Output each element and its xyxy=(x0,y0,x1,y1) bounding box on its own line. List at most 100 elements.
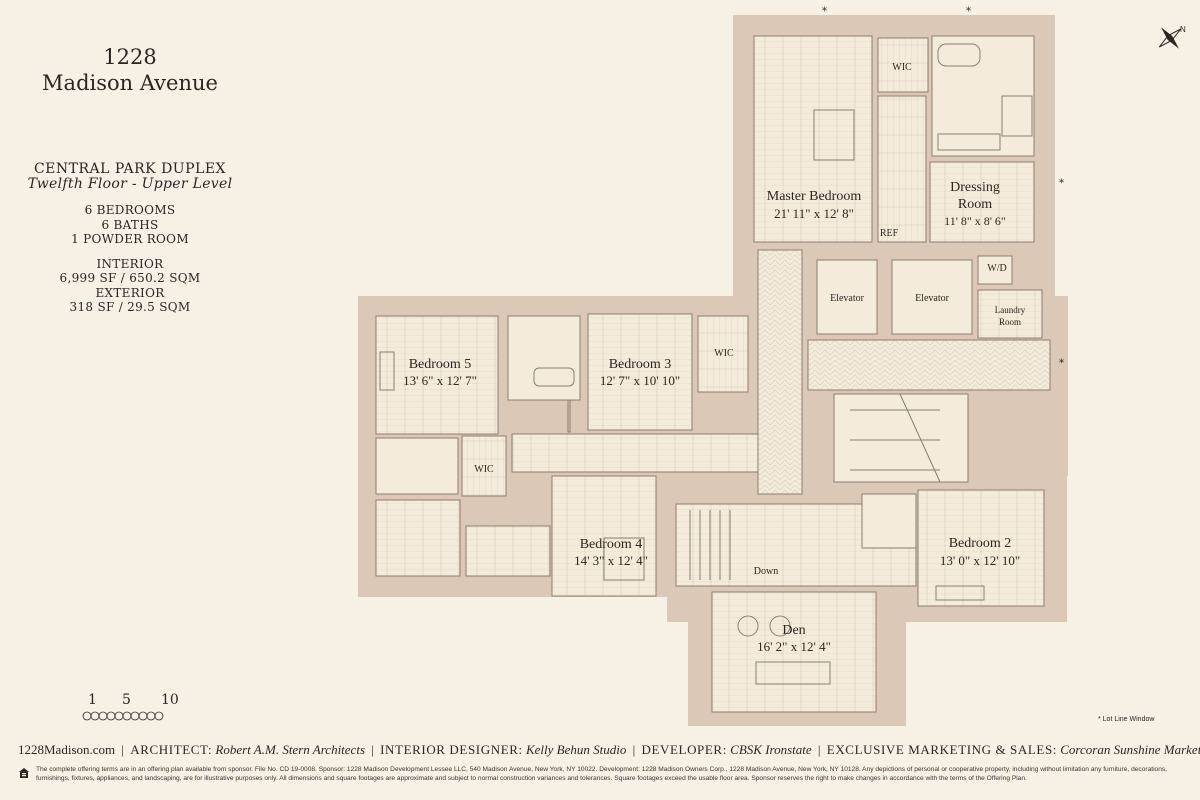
interior-value: 6,999 SF / 650.2 SQM xyxy=(59,271,201,285)
building-title: 1228 Madison Avenue xyxy=(20,44,240,96)
master-wic-label: WIC xyxy=(892,62,912,73)
bath-west-1 xyxy=(375,437,459,495)
window-star-1: * xyxy=(822,6,827,17)
laundry-room-floor xyxy=(977,289,1043,339)
floor-plan: Master Bedroom 21' 11" x 12' 8" WIC REF … xyxy=(358,6,1068,726)
bedroom-4-name: Bedroom 4 xyxy=(580,537,643,552)
website-link[interactable]: 1228Madison.com xyxy=(18,742,116,757)
wd-label: W/D xyxy=(987,263,1006,274)
separator: | xyxy=(632,742,636,757)
den-sofa xyxy=(755,661,831,685)
master-bed xyxy=(813,109,855,161)
stair-treads-lower xyxy=(689,510,731,580)
laundry-name-2: Room xyxy=(999,317,1021,327)
den-chair-left xyxy=(737,615,759,637)
window-star-4: * xyxy=(1059,358,1064,369)
den-floor xyxy=(711,591,877,713)
designer-name: Kelly Behun Studio xyxy=(525,742,627,757)
bedroom-2-floor xyxy=(917,489,1045,607)
bedroom-5-dims: 13' 6" x 12' 7" xyxy=(403,373,477,388)
dressing-room-dims: 11' 8" x 8' 6" xyxy=(944,214,1006,228)
separator: | xyxy=(371,742,374,757)
interior-label: INTERIOR xyxy=(96,256,164,271)
east-hall-floor xyxy=(807,339,1051,391)
dressing-room-floor xyxy=(929,161,1035,243)
den-dims: 16' 2" x 12' 4" xyxy=(757,639,831,654)
west-closet-floor xyxy=(465,525,551,577)
lot-line-note: * Lot Line Window xyxy=(1098,716,1155,723)
bedroom-5-name: Bedroom 5 xyxy=(409,357,472,372)
unit-name: CENTRAL PARK DUPLEX xyxy=(33,161,227,177)
scale-circles xyxy=(82,711,164,721)
wic-master-floor xyxy=(877,37,929,93)
architect-label: ARCHITECT: xyxy=(130,742,213,757)
bedroom-2-desk xyxy=(935,585,985,601)
scale-bar: 1 5 10 xyxy=(78,692,179,724)
elevator-2-label: Elevator xyxy=(915,293,950,304)
tub-bedroom-5 xyxy=(533,367,575,387)
down-label: Down xyxy=(754,566,778,577)
window-star-2: * xyxy=(966,6,971,17)
separator: | xyxy=(121,742,124,757)
bedroom-2-dims: 13' 0" x 12' 10" xyxy=(940,553,1020,568)
bath-bedroom-2 xyxy=(861,493,917,549)
stair-break-line xyxy=(899,393,941,483)
wic-west-floor xyxy=(461,435,507,497)
room-labels: Master Bedroom 21' 11" x 12' 8" WIC REF … xyxy=(403,62,1026,654)
master-hall-floor xyxy=(877,95,927,243)
lot-line-window-marks: * * * * xyxy=(822,6,1064,369)
bed-3-door xyxy=(567,399,571,433)
den-chair-right xyxy=(769,615,791,637)
bedroom-5-floor xyxy=(375,315,499,435)
legal-disclaimer: The complete offering terms are in an of… xyxy=(36,766,1167,782)
bedroom-count: 6 BEDROOMS xyxy=(84,203,176,217)
developer-label: DEVELOPER: xyxy=(641,742,727,757)
dressing-room-name-2: Room xyxy=(958,197,992,212)
compass-icon: N xyxy=(1158,25,1186,49)
elevator-1 xyxy=(816,259,878,335)
elevator-2 xyxy=(891,259,973,335)
west-wic-label: WIC xyxy=(474,464,494,475)
developer-name: CBSK Ironstate xyxy=(730,742,812,757)
master-bedroom-dims: 21' 11" x 12' 8" xyxy=(774,206,854,221)
bed-4 xyxy=(603,537,645,581)
separator: | xyxy=(817,742,821,757)
unit-info: CENTRAL PARK DUPLEX Twelfth Floor - Uppe… xyxy=(20,162,240,315)
bedroom-3-dims: 12' 7" x 10' 10" xyxy=(600,373,680,388)
bedroom-2-name: Bedroom 2 xyxy=(949,536,1012,551)
den-name: Den xyxy=(782,623,805,638)
powder-count: 1 POWDER ROOM xyxy=(71,232,189,246)
wic-bedroom-3-floor xyxy=(697,315,749,393)
ref-label: REF xyxy=(880,228,899,239)
central-hall-floor xyxy=(757,249,803,495)
laundry-name-1: Laundry xyxy=(995,305,1026,315)
fixtures xyxy=(379,43,1033,685)
scale-tick-1: 1 xyxy=(88,692,97,708)
wd-closet xyxy=(977,255,1013,285)
stair-upper xyxy=(833,393,969,483)
dressing-room-name-1: Dressing xyxy=(950,180,1000,195)
master-shower xyxy=(1001,95,1033,137)
unit-level: Twelfth Floor - Upper Level xyxy=(27,175,233,192)
stair-treads-upper xyxy=(850,409,940,471)
scale-tick-5: 5 xyxy=(122,692,131,708)
master-vanity xyxy=(937,133,1001,151)
designer-label: INTERIOR DESIGNER: xyxy=(380,742,523,757)
scale-tick-10: 10 xyxy=(161,692,179,708)
bedroom-3-name: Bedroom 3 xyxy=(609,357,672,372)
north-label: N xyxy=(1180,25,1186,34)
marketing-label: EXCLUSIVE MARKETING & SALES: xyxy=(826,742,1057,757)
building-number: 1228 xyxy=(103,45,157,69)
bedroom-3-wic-label: WIC xyxy=(714,348,734,359)
footer-credits: 1228Madison.com | ARCHITECT: Robert A.M.… xyxy=(18,742,1200,758)
building-street: Madison Avenue xyxy=(42,71,218,95)
master-tub xyxy=(937,43,981,67)
marketing-name: Corcoran Sunshine Marketing Group xyxy=(1060,742,1200,757)
bedroom-3-floor xyxy=(587,313,693,431)
bed-5 xyxy=(379,351,395,391)
architect-name: Robert A.M. Stern Architects xyxy=(215,742,366,757)
room-floors xyxy=(375,35,1051,713)
west-hall-floor xyxy=(511,433,759,473)
master-bedroom-name: Master Bedroom xyxy=(767,189,862,204)
bath-west-2 xyxy=(375,499,461,577)
